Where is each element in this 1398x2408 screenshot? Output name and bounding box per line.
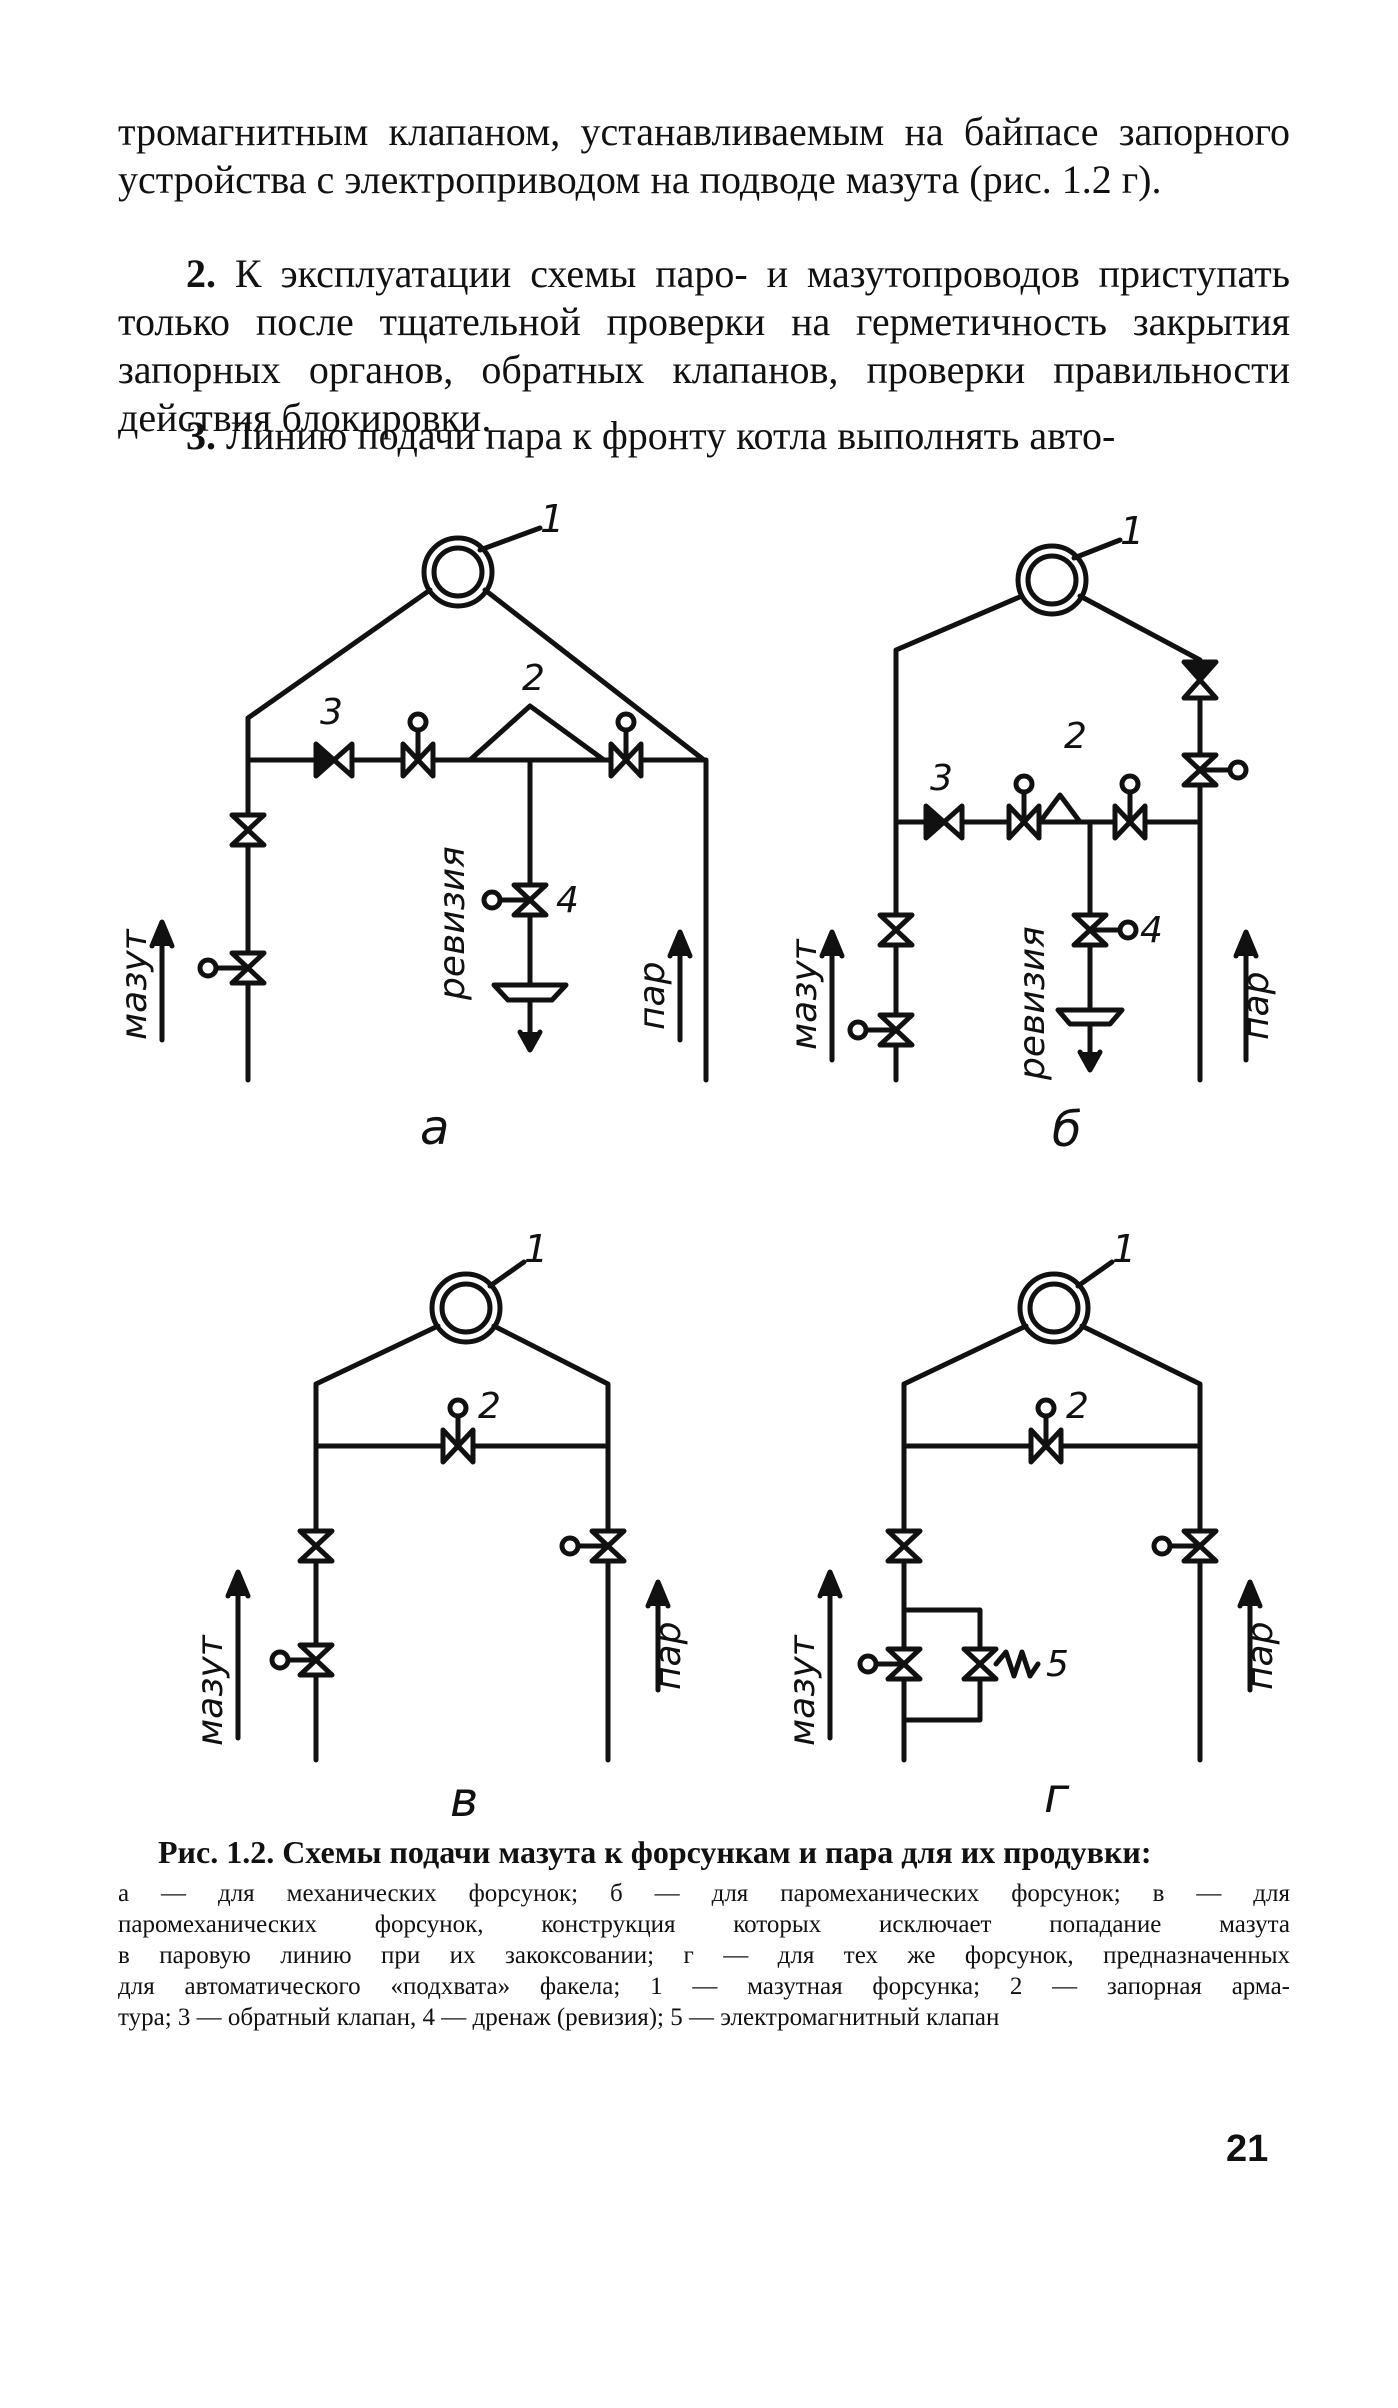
label-3: 3 [930, 758, 953, 799]
label-mazut: мазут [114, 928, 155, 1040]
flow-arrow-icon [819, 929, 845, 959]
caption-line: паромеханических форсунок, конструкция к… [118, 1911, 1290, 1938]
actuator-icon [1120, 922, 1136, 938]
actuator-icon [1016, 776, 1032, 792]
actuator-icon [618, 714, 634, 730]
caption-line: для автоматического «подхвата» факела; 1… [118, 1973, 1290, 2000]
figure-caption: Рис. 1.2. Схемы подачи мазута к форсунка… [118, 1832, 1290, 2033]
label-2: 2 [478, 1386, 501, 1427]
flow-arrow-icon [645, 1579, 671, 1609]
funnel-icon [491, 982, 569, 1003]
actuator-icon [1230, 762, 1246, 778]
label-2: 2 [1064, 716, 1087, 757]
flow-arrow-icon [667, 929, 693, 959]
actuator-icon [1122, 776, 1138, 792]
actuator-icon [850, 1022, 866, 1038]
label-5: 5 [1046, 1644, 1069, 1685]
label-par: пар [1236, 972, 1277, 1040]
actuator-icon [1154, 1538, 1170, 1554]
label-4: 4 [1140, 910, 1163, 951]
caption-title: Рис. 1.2. Схемы подачи мазута к форсунка… [158, 1834, 1152, 1870]
gate-valve-icon [880, 915, 912, 945]
label-3: 3 [320, 692, 343, 733]
actuator-icon [562, 1538, 578, 1554]
scheme-v: 1 2 мазут пар в [190, 1227, 689, 1828]
gate-valve-icon [888, 1531, 920, 1561]
flow-arrow-icon [1233, 929, 1259, 959]
gate-valve-icon [300, 1531, 332, 1561]
label-mazut: мазут [190, 1634, 231, 1746]
actuator-icon [1038, 1400, 1054, 1416]
label-2: 2 [1066, 1386, 1089, 1427]
solenoid-coil-icon [993, 1649, 1041, 1679]
actuator-icon [450, 1400, 466, 1416]
caption-line: а — для механических форсунок; б — для п… [118, 1880, 1290, 1907]
scheme-g: 1 2 5 мазут пар г [782, 1227, 1281, 1824]
scheme-b: 1 2 3 4 мазут ре [784, 509, 1277, 1158]
label-par: пар [1240, 1622, 1281, 1690]
label-1: 1 [540, 497, 564, 541]
actuator-icon [272, 1652, 288, 1668]
label-4: 4 [556, 880, 579, 921]
paragraph-item-3: 3. Линию подачи пара к фронту котла выпо… [118, 412, 1290, 460]
label-par: пар [632, 962, 673, 1030]
actuator-icon [410, 714, 426, 730]
label-mazut: мазут [782, 1634, 823, 1746]
check-valve-icon [1184, 662, 1216, 698]
label-1: 1 [524, 1227, 548, 1271]
check-valve-icon [926, 806, 962, 838]
item-3-text: Линию подачи пара к фронту котла выполня… [226, 413, 1116, 458]
label-2: 2 [522, 658, 545, 699]
page-number: 21 [1226, 2128, 1269, 2170]
piping-schemes-figure: 1 2 3 4 мазут ревизия [114, 497, 1281, 1828]
flow-arrow-icon [149, 919, 175, 949]
actuator-icon [484, 892, 500, 908]
flow-arrow-icon [817, 1569, 843, 1599]
label-1: 1 [1120, 509, 1144, 553]
item-2-text: К эксплуатации схемы паро- и мазутопрово… [118, 251, 1290, 440]
item-number-3: 3. [186, 413, 216, 458]
label-par: пар [648, 1622, 689, 1690]
paragraph-continuation: тромагнитным клапаном, устанавливаемым н… [118, 109, 1290, 202]
label-reviziya: ревизия [432, 846, 473, 1001]
label-mazut: мазут [784, 938, 825, 1050]
funnel-icon [1055, 1007, 1125, 1027]
panel-label-v: в [450, 1772, 478, 1828]
label-1: 1 [1112, 1227, 1136, 1271]
check-valve-icon [316, 744, 352, 776]
label-reviziya: ревизия [1012, 926, 1053, 1081]
item-number-2: 2. [186, 251, 216, 296]
panel-label-b: б [1052, 1102, 1082, 1158]
actuator-icon [860, 1656, 876, 1672]
caption-line: в паровую линию при их закоксовании; г —… [118, 1942, 1290, 1969]
gate-valve-icon [232, 815, 264, 845]
panel-label-g: г [1044, 1768, 1070, 1824]
flow-arrow-icon [1237, 1579, 1263, 1609]
actuator-icon [200, 960, 216, 976]
flow-arrow-icon [225, 1569, 251, 1599]
panel-label-a: а [420, 1100, 449, 1156]
paragraph-item-2: 2. К эксплуатации схемы паро- и мазутопр… [118, 250, 1290, 442]
flow-arrow-icon [1077, 1049, 1103, 1073]
caption-line: тура; 3 — обратный клапан, 4 — дренаж (р… [118, 2004, 1000, 2031]
solenoid-valve-icon [964, 1649, 996, 1679]
scheme-a: 1 2 3 4 мазут ревизия [114, 497, 709, 1156]
flow-arrow-icon [517, 1029, 543, 1053]
